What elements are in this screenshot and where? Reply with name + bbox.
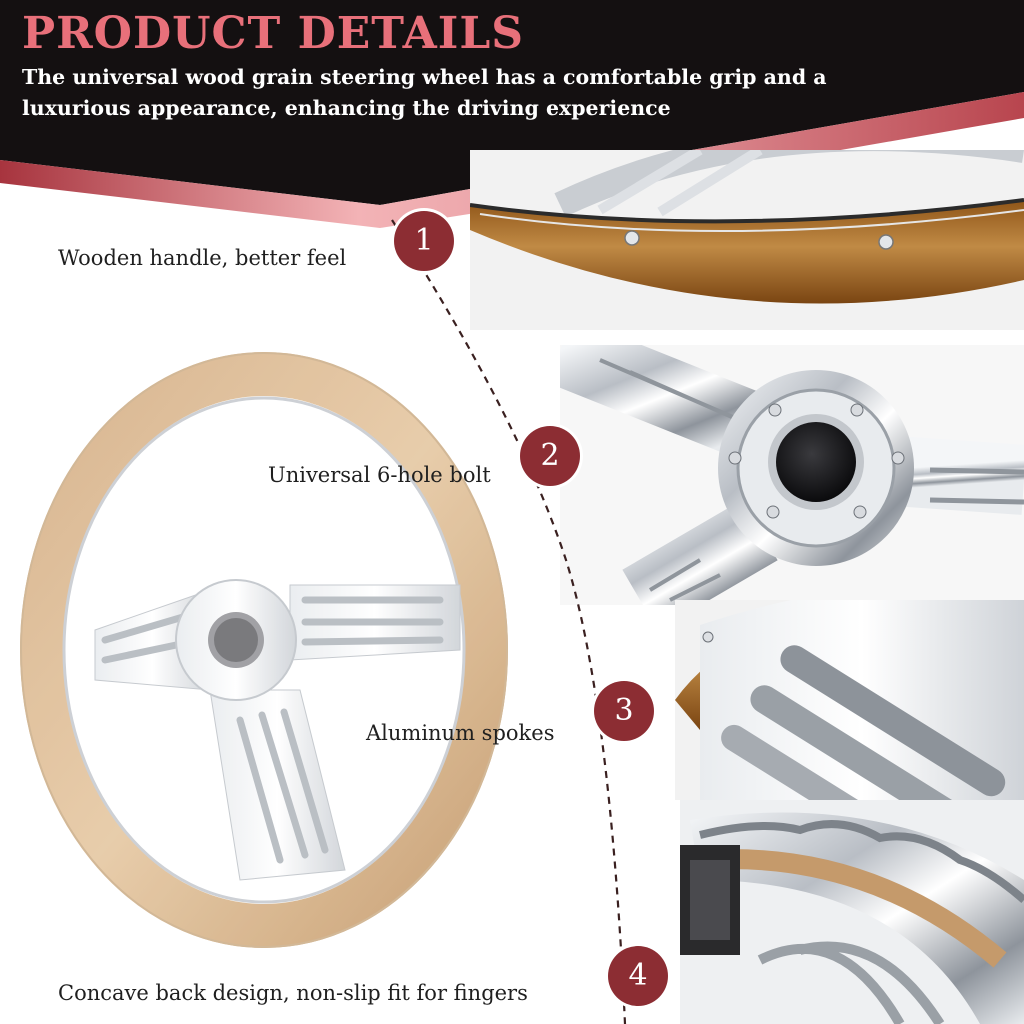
steering-wheel-illustration: [20, 352, 508, 948]
feature-label-wooden-handle: Wooden handle, better feel: [58, 246, 347, 270]
feature-badge-3: 3: [594, 681, 654, 741]
dashed-connector: [391, 219, 627, 1024]
feature-badge-1: 1: [394, 211, 454, 271]
photo-concave-back: [680, 800, 1024, 1024]
feature-badge-2: 2: [520, 426, 580, 486]
feature-label-concave-back: Concave back design, non-slip fit for fi…: [58, 981, 528, 1005]
photo-wooden-rim: [470, 150, 1024, 330]
header-band: [0, 0, 1024, 205]
feature-label-bolt: Universal 6-hole bolt: [268, 463, 491, 487]
page-title: PRODUCT DETAILS: [22, 8, 525, 59]
feature-label-spokes: Aluminum spokes: [366, 721, 555, 745]
header-description: The universal wood grain steering wheel …: [22, 65, 827, 120]
photo-hub-bolt: [560, 345, 1024, 605]
header-accent-stripe: [0, 92, 1024, 228]
feature-badge-4: 4: [608, 946, 668, 1006]
photo-aluminum-spokes: [675, 600, 1024, 800]
